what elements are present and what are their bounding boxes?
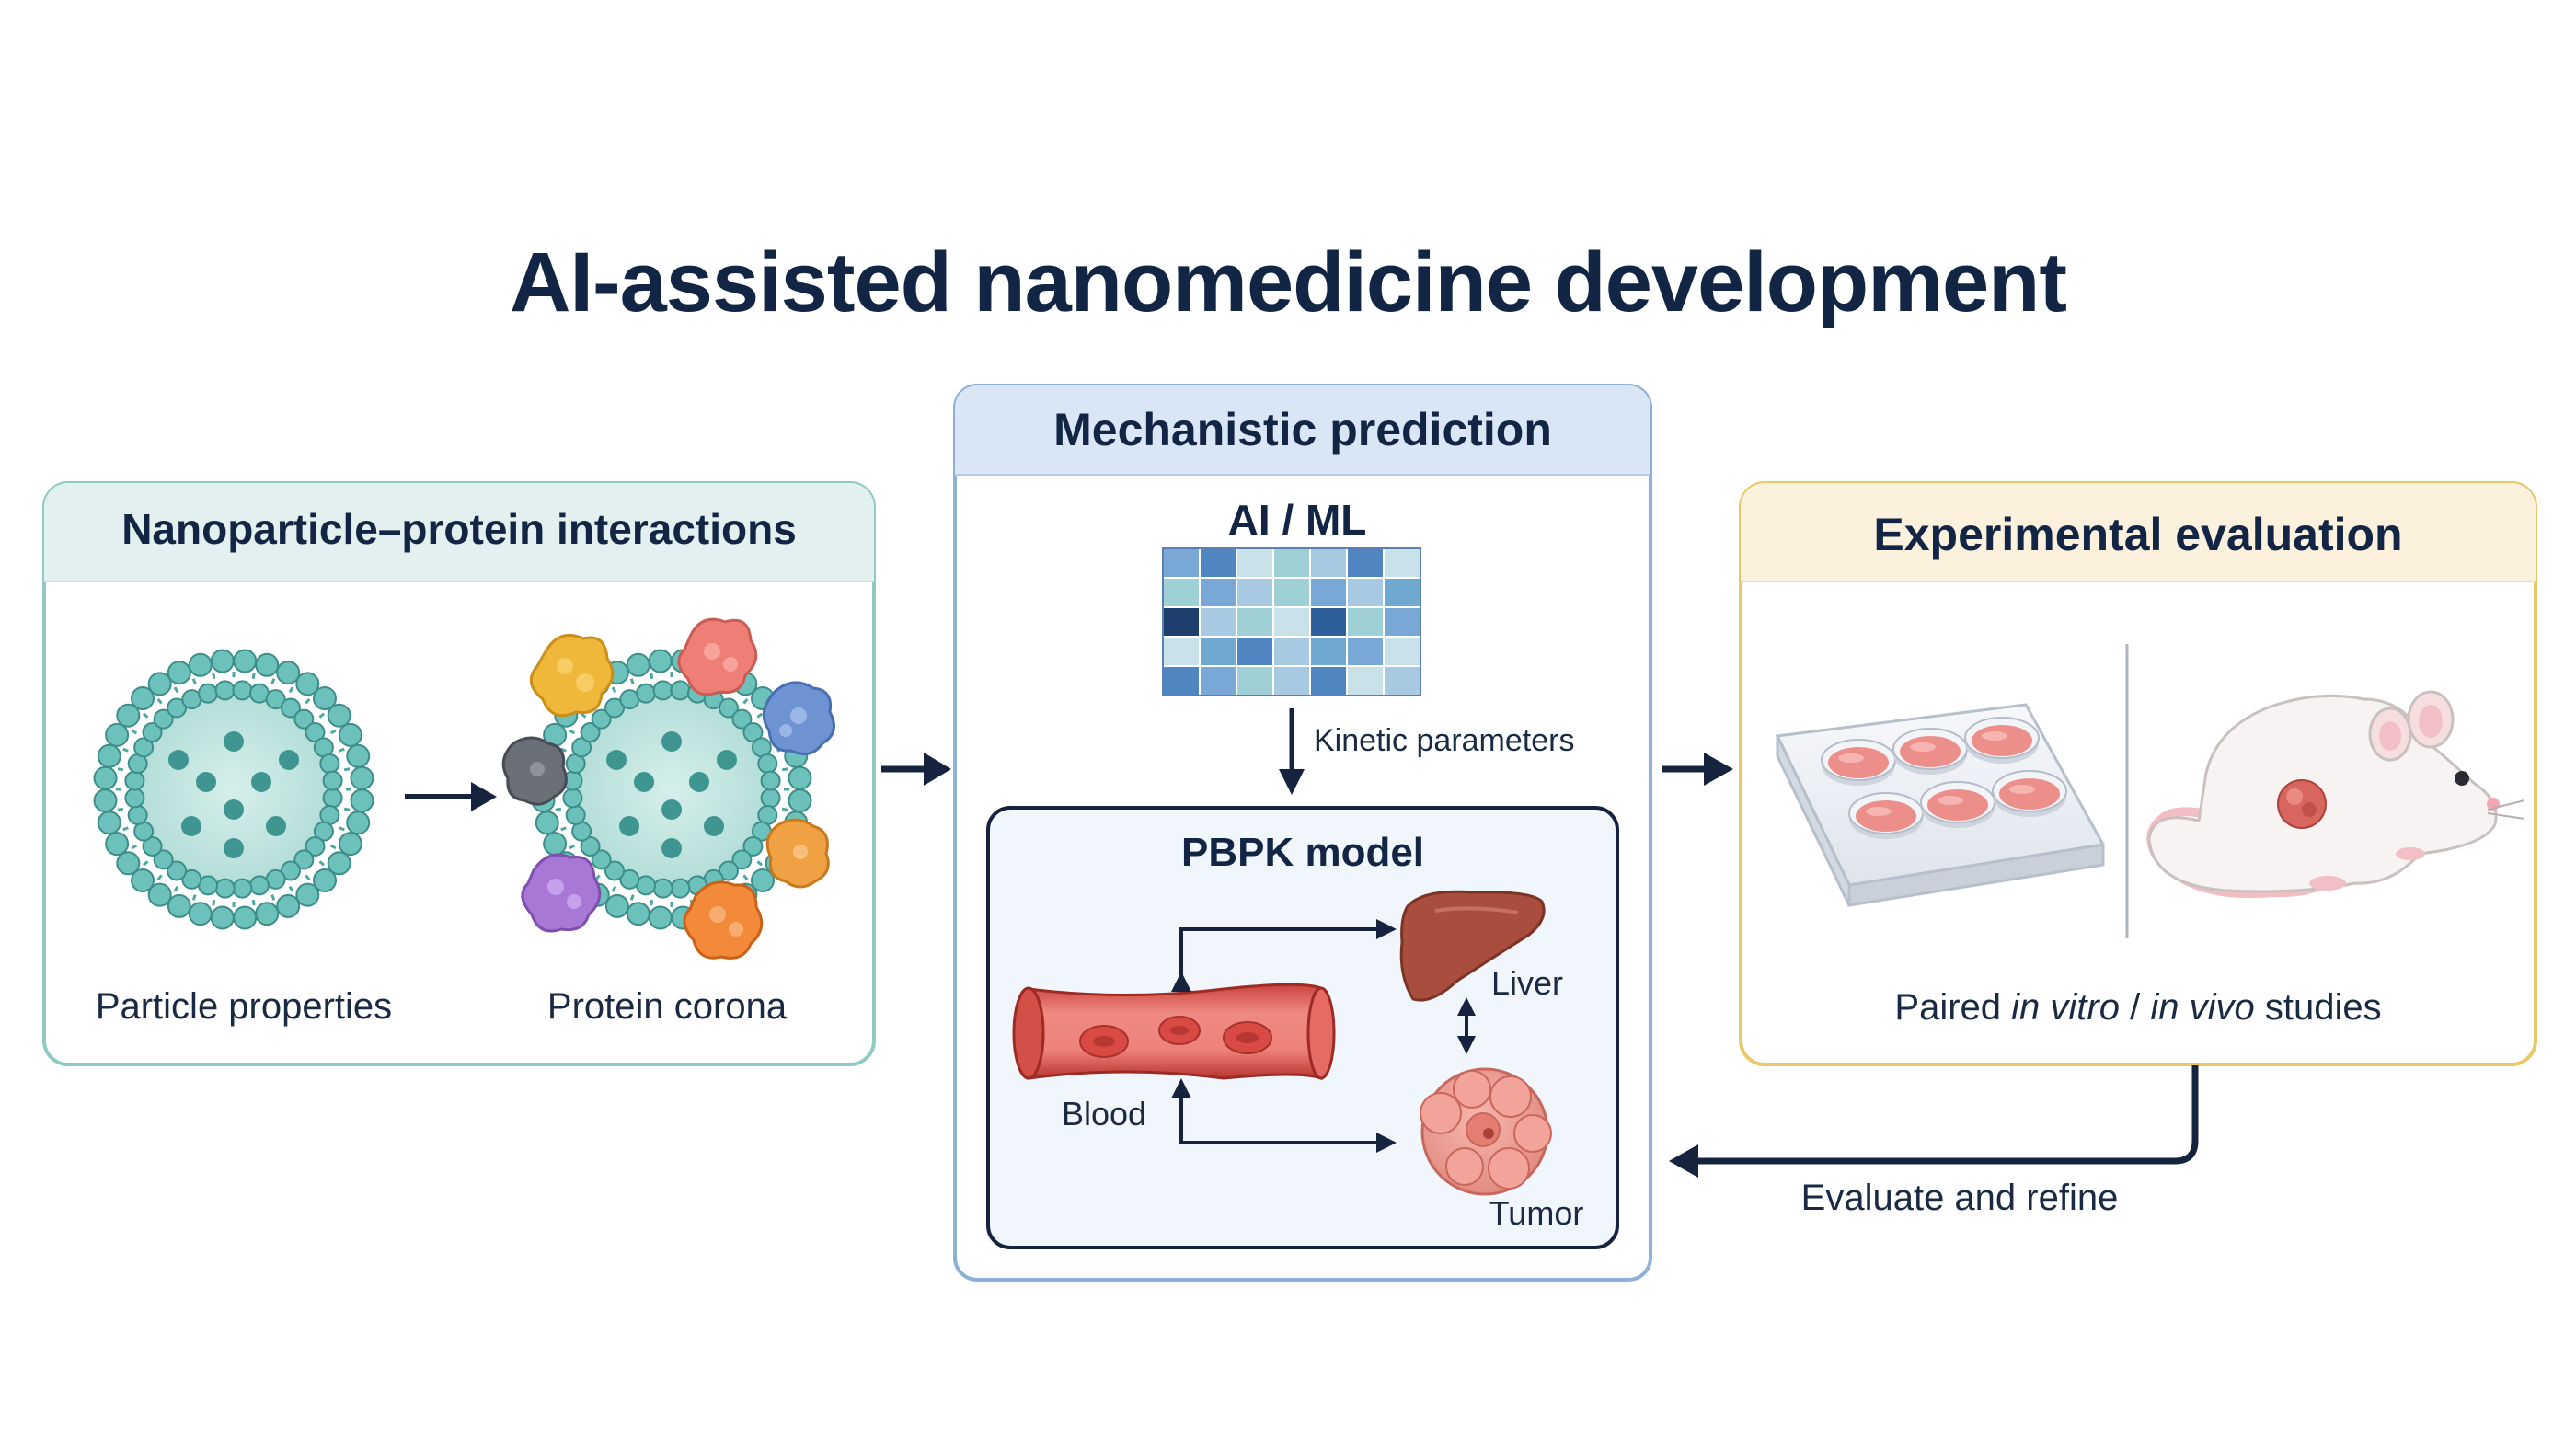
arrow-left-to-center xyxy=(881,753,951,786)
feedback-label: Evaluate and refine xyxy=(1800,1178,2119,1218)
studies-invitro: in vitro xyxy=(2011,987,2120,1028)
studies-separator: / xyxy=(2119,987,2151,1028)
corona-proteins xyxy=(501,617,835,960)
ai-ml-heatmap xyxy=(1162,547,1421,696)
pbpk-title: PBPK model xyxy=(1180,830,1425,875)
tumor-label: Tumor xyxy=(1489,1194,1584,1232)
right-panel-title: Experimental evaluation xyxy=(1873,509,2403,560)
ai-ml-label: AI / ML xyxy=(1227,496,1367,544)
arrow-particle-to-corona xyxy=(405,782,497,811)
feedback-arrow xyxy=(1669,1065,2199,1178)
center-panel-title: Mechanistic prediction xyxy=(1053,404,1552,455)
nanoparticle-illustration xyxy=(93,649,374,930)
kinetic-parameters-label: Kinetic parameters xyxy=(1314,723,1575,758)
label-protein-corona: Protein corona xyxy=(546,986,788,1027)
panel-experimental-evaluation xyxy=(1739,481,2537,1066)
left-panel-title: Nanoparticle–protein interactions xyxy=(121,505,797,553)
well-plate-illustration xyxy=(1775,703,2106,907)
liver-illustration xyxy=(1399,890,1546,1002)
paired-studies-label: Paired in vitro / in vivo studies xyxy=(1741,987,2536,1029)
studies-suffix: studies xyxy=(2254,987,2382,1028)
pbpk-arrowheads xyxy=(1171,919,1476,1153)
blood-label: Blood xyxy=(1061,1095,1147,1133)
mouse-illustration xyxy=(2146,690,2525,899)
liver-label: Liver xyxy=(1490,964,1564,1002)
blood-vessel-illustration xyxy=(1012,983,1336,1081)
arrow-center-to-right xyxy=(1662,753,1733,786)
arrow-kinetic-parameters xyxy=(1279,708,1305,795)
page-title: AI-assisted nanomedicine development xyxy=(509,236,2067,329)
label-particle-properties: Particle properties xyxy=(95,986,393,1027)
studies-prefix: Paired xyxy=(1894,987,2012,1028)
tumor-illustration xyxy=(1420,1067,1552,1196)
studies-invivo: in vivo xyxy=(2150,987,2255,1028)
